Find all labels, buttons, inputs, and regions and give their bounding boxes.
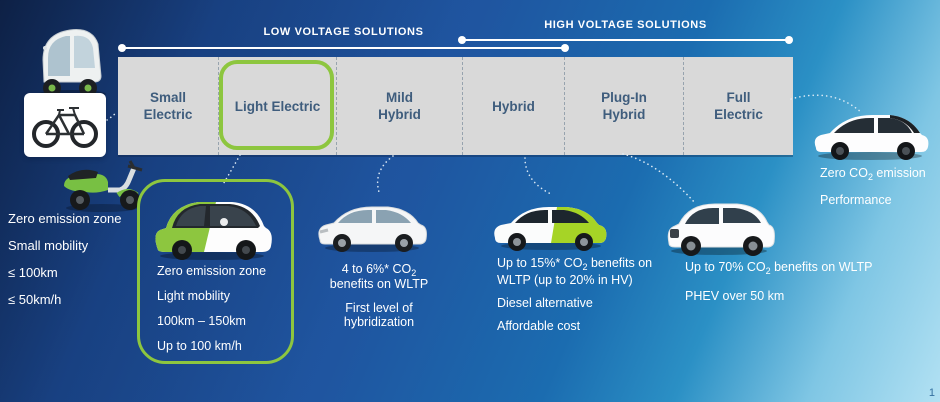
small-electric-text: Zero emission zone Small mobility ≤ 100k… [8,211,121,319]
text-line: Up to 100 km/h [157,339,242,353]
text-line: 100km – 150km [157,314,246,328]
band-cell-small-electric: Small Electric [118,57,218,155]
text-line: ≤ 100km [8,265,58,280]
band-label: Electric [143,107,193,122]
scooter-image [64,160,143,212]
co2-benefit-line: 4 to 6%* CO2 [341,262,417,278]
band-label: Small [149,90,187,105]
text-line: Light mobility [157,289,230,303]
high-voltage-label: HIGH VOLTAGE SOLUTIONS [544,19,707,31]
high-voltage-bracket-line [458,36,793,44]
band-label: Light Electric [234,98,321,114]
mild-hybrid-text: 4 to 6%* CO2 benefits on WLTP First leve… [310,262,448,329]
band-cell-plugin-hybrid: Plug-In Hybrid [564,57,683,155]
text-line: PHEV over 50 km [685,289,785,303]
text-line: Zero emission zone [157,264,267,278]
light-electric-card [137,179,294,364]
mild-hybrid-points: First level of hybridization [310,301,448,329]
ebike-card [24,93,106,157]
band-label: Plug-In [601,90,647,105]
band-cell-mild-hybrid: Mild Hybrid [336,57,462,155]
text-line: Diesel alternative [497,296,593,310]
text-line: First level of [345,301,413,315]
band-label: Hybrid [378,107,421,122]
hybrid-car-image [494,207,607,251]
hybrid-text: Up to 15%* CO2 benefits on WLTP (up to 2… [497,256,652,342]
text-line: WLTP (up to 20% in HV) [497,272,633,287]
text-line: Small mobility [8,238,89,253]
full-electric-text: Zero CO2 emission Performance [820,166,926,207]
band-label: Hybrid [602,107,646,122]
band-label: Electric [714,107,763,122]
connector-mild-hybrid [376,155,394,193]
light-electric-text: Zero emission zone Light mobility 100km … [157,264,266,364]
light-electric-highlight-border [219,60,334,150]
low-voltage-bracket-line [118,44,569,52]
band-cell-hybrid: Hybrid [462,57,564,155]
connector-hybrid [524,157,554,196]
co2-benefit-line: Up to 15%* CO2 benefits on [497,256,653,272]
band-label: Hybrid [492,98,535,114]
plugin-hybrid-text: Up to 70% CO2 benefits on WLTP PHEV over… [685,260,873,304]
text-line: hybridization [343,315,415,329]
band-label: Mild [386,90,413,105]
band-cell-full-electric: Full Electric [683,57,793,155]
band-cell-light-electric: Light Electric [218,57,336,155]
light-electric-car-image [155,202,272,260]
text-line: Performance [820,193,892,207]
tuktuk-image [38,29,106,98]
text-line: benefits on WLTP [329,277,429,291]
text-line: Zero emission zone [8,211,122,226]
full-electric-car-image [814,115,929,160]
text-line: ≤ 50km/h [8,292,62,307]
co2-benefit-line: Up to 70% CO2 benefits on WLTP [685,260,873,276]
hybrid-points: Diesel alternative Affordable cost [497,296,652,342]
plugin-hybrid-suv-image [667,203,775,256]
mild-hybrid-suv-image [318,206,427,252]
text-line: Affordable cost [497,319,581,333]
page-number: 1 [928,387,935,399]
band-label: Full [726,90,751,105]
low-voltage-label: LOW VOLTAGE SOLUTIONS [263,26,424,38]
ebike-image [32,107,98,148]
co2-benefit-line: Zero CO2 emission [820,166,926,182]
